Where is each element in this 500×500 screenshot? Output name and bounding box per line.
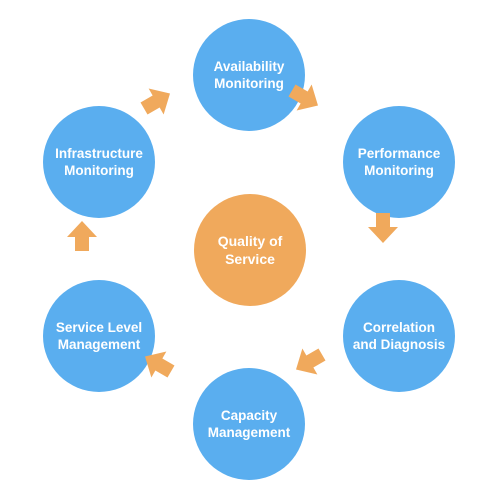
availability-monitoring-node: Availability Monitoring [193,19,305,131]
capacity-management-label: Capacity Management [207,408,291,440]
arrow-correlation-to-capacity-icon [291,344,327,380]
service-level-management-node: Service Level Management [43,280,155,392]
quality-of-service-label: Quality of Service [217,233,283,267]
arrow-service-level-to-infrastructure-icon [64,218,100,254]
arrow-availability-to-performance-icon [287,80,323,116]
infrastructure-monitoring-label: Infrastructure Monitoring [55,146,143,178]
correlation-diagnosis-label: Correlation and Diagnosis [352,320,446,352]
arrow-capacity-to-service-level-icon [140,346,176,382]
performance-monitoring-label: Performance Monitoring [357,146,441,178]
arrow-performance-to-correlation-icon [365,210,401,246]
infrastructure-monitoring-node: Infrastructure Monitoring [43,106,155,218]
performance-monitoring-node: Performance Monitoring [343,106,455,218]
service-level-management-label: Service Level Management [55,320,143,352]
correlation-diagnosis-node: Correlation and Diagnosis [343,280,455,392]
capacity-management-node: Capacity Management [193,368,305,480]
availability-monitoring-label: Availability Monitoring [213,59,285,91]
arrow-infrastructure-to-availability-icon [139,83,175,119]
quality-of-service-center-node: Quality of Service [194,194,306,306]
